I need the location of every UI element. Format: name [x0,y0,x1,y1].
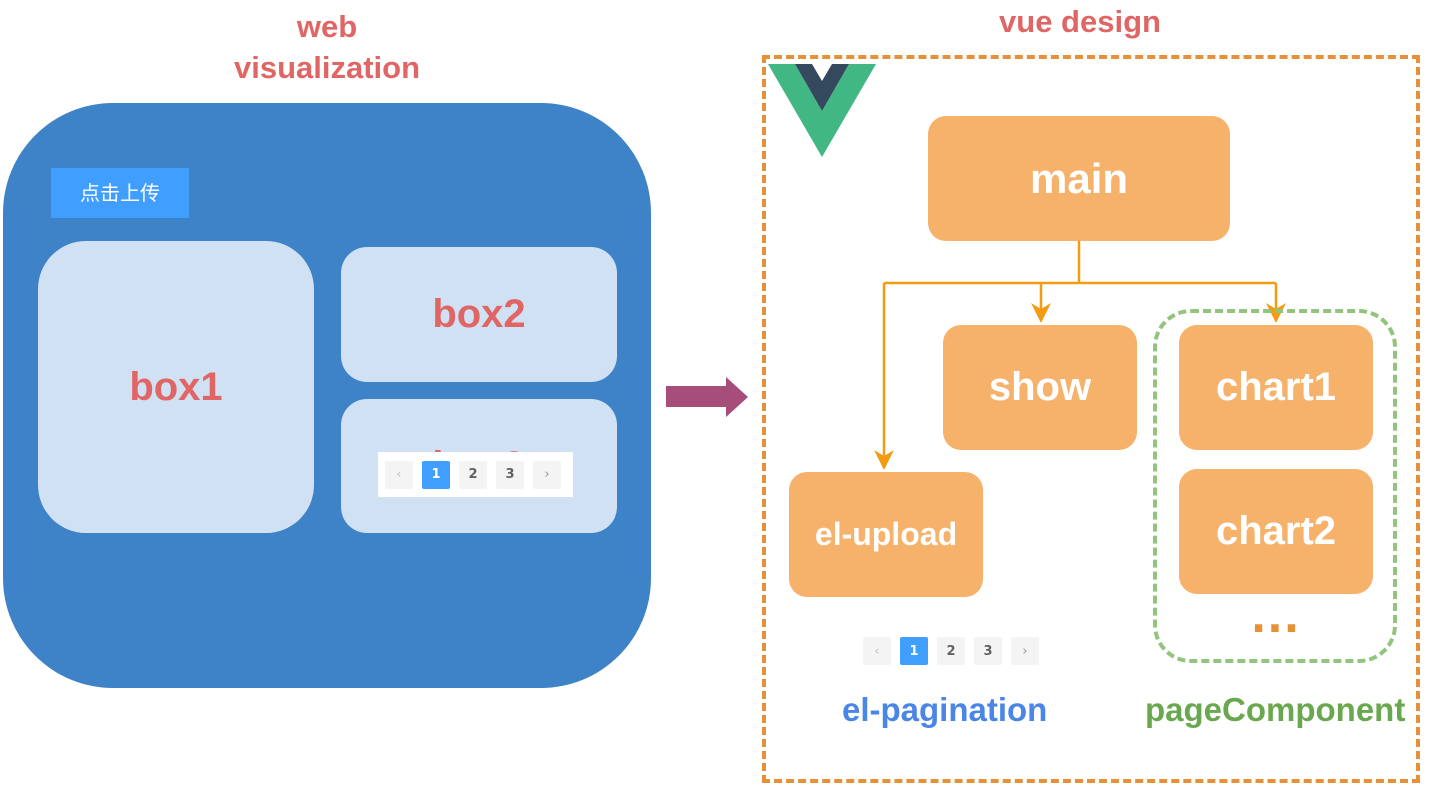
chart1-node: chart1 [1179,325,1373,450]
upload-button[interactable]: 点击上传 [51,168,189,218]
more-charts-ellipsis: ... [1251,586,1301,644]
chart2-node: chart2 [1179,469,1373,594]
page-1-button[interactable]: 1 [900,637,928,665]
el-pagination-label: el-pagination [842,691,1048,728]
show-node: show [943,325,1137,450]
arrow-right-icon [666,377,748,417]
vue-design-frame [762,55,1420,783]
el-upload-node: el-upload [789,472,983,597]
page-2-button[interactable]: 2 [937,637,965,665]
next-page-button[interactable]: › [533,460,561,489]
page-1-button[interactable]: 1 [422,460,450,489]
page-3-button[interactable]: 3 [974,637,1002,665]
web-pagination: ‹ 1 2 3 › [378,452,573,497]
box2: box2 [341,247,617,382]
vue-design-title: vue design [960,1,1200,42]
vue-logo-icon [768,64,876,157]
box1: box1 [38,241,314,533]
page-component-label: pageComponent [1145,691,1406,728]
main-node: main [928,116,1230,241]
web-visualization-title: web visualization [200,6,454,88]
title-vue-text: vue design [999,4,1161,39]
page-component-group [1153,309,1397,663]
page-3-button[interactable]: 3 [496,460,524,489]
vue-pagination: ‹ 1 2 3 › [863,637,1039,665]
page-2-button[interactable]: 2 [459,460,487,489]
title-web-text: web visualization [233,9,421,85]
next-page-button[interactable]: › [1011,637,1039,665]
prev-page-button[interactable]: ‹ [863,637,891,665]
prev-page-button[interactable]: ‹ [385,460,413,489]
